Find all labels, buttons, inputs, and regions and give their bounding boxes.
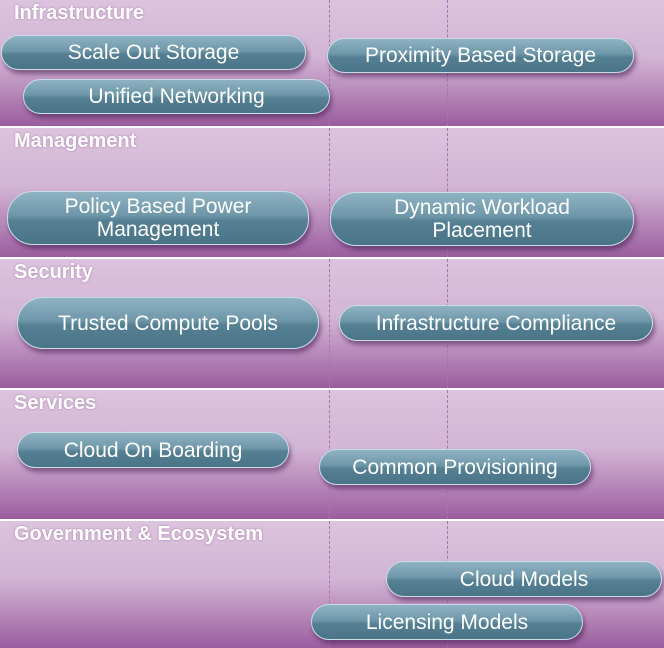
section-infrastructure: Infrastructure Scale Out Storage Proximi… <box>0 0 664 126</box>
infrastructure-compliance-pill: Infrastructure Compliance <box>339 305 653 341</box>
section-security: Security Trusted Compute Pools Infrastru… <box>0 259 664 388</box>
policy-based-power-management-pill: Policy Based Power Management <box>7 191 309 245</box>
section-government-ecosystem: Government & Ecosystem Cloud Models Lice… <box>0 521 664 648</box>
proximity-based-storage-pill: Proximity Based Storage <box>327 38 634 73</box>
licensing-models-pill: Licensing Models <box>311 604 583 640</box>
cloud-models-pill: Cloud Models <box>386 561 662 597</box>
section-title: Security <box>14 261 93 283</box>
column-divider <box>329 521 330 648</box>
section-title: Infrastructure <box>14 2 145 24</box>
dynamic-workload-placement-pill: Dynamic Workload Placement <box>330 192 634 246</box>
unified-networking-pill: Unified Networking <box>23 79 330 114</box>
trusted-compute-pools-pill: Trusted Compute Pools <box>17 297 319 349</box>
cloud-on-boarding-pill: Cloud On Boarding <box>17 432 289 468</box>
section-services: Services Cloud On Boarding Common Provis… <box>0 390 664 519</box>
section-title: Government & Ecosystem <box>14 523 263 545</box>
scale-out-storage-pill: Scale Out Storage <box>1 35 306 70</box>
column-divider <box>329 128 330 257</box>
section-title: Services <box>14 392 97 414</box>
column-divider <box>329 259 330 388</box>
common-provisioning-pill: Common Provisioning <box>319 449 591 485</box>
section-management: Management Policy Based Power Management… <box>0 128 664 257</box>
section-title: Management <box>14 130 137 152</box>
